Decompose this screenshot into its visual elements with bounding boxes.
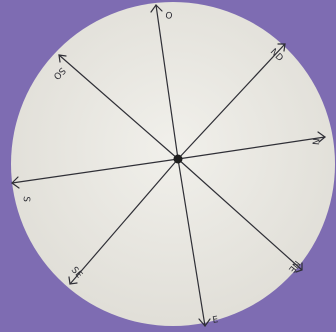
label-west: S	[20, 196, 30, 203]
label-north: O	[165, 11, 173, 22]
label-east-upper: N	[309, 138, 320, 146]
center-pin	[174, 155, 183, 164]
